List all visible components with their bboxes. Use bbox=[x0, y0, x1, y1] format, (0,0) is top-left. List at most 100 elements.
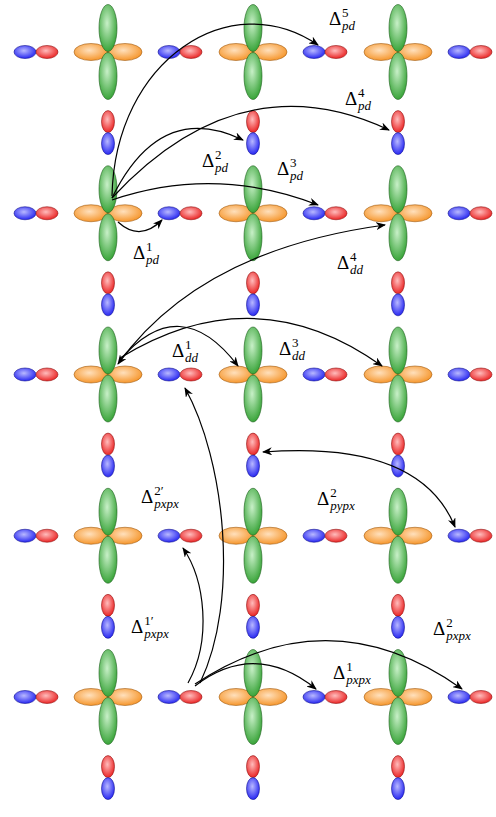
p-orbital-lobe bbox=[303, 529, 325, 542]
p-orbital-lobe bbox=[325, 691, 347, 704]
p-orbital-lobe bbox=[392, 778, 405, 800]
d-orbital-lobe bbox=[99, 488, 117, 535]
subscript-orbitals: pd bbox=[146, 253, 159, 266]
p-orbital-lobe bbox=[247, 778, 260, 800]
d-orbital-lobe bbox=[244, 488, 262, 535]
d-orbital-lobe bbox=[244, 166, 262, 213]
d-orbital-lobe bbox=[99, 327, 117, 374]
d-orbital-lobe bbox=[99, 536, 117, 583]
p-orbital-lobe bbox=[102, 455, 115, 477]
hopping-arrow bbox=[112, 184, 318, 205]
p-orbital-lobe bbox=[102, 778, 115, 800]
p-orbital-lobe bbox=[36, 207, 58, 220]
d-orbital-lobe bbox=[244, 698, 262, 745]
subscript-orbitals: pypx bbox=[330, 499, 355, 512]
superscript-index: 5 bbox=[342, 6, 349, 19]
p-orbital-lobe bbox=[247, 111, 260, 133]
subscript-orbitals: pd bbox=[358, 99, 371, 112]
subscript-orbitals: pd bbox=[290, 169, 303, 182]
d-orbital-lobe bbox=[389, 488, 407, 535]
delta-symbol: Δ bbox=[133, 243, 145, 262]
subscript-orbitals: dd bbox=[185, 351, 198, 364]
p-orbital-lobe bbox=[247, 272, 260, 294]
d-orbital-lobe bbox=[99, 5, 117, 52]
superscript-index: 4 bbox=[358, 86, 365, 99]
delta-symbol: Δ bbox=[172, 341, 184, 360]
hopping-arrow bbox=[195, 664, 316, 689]
superscript-index: 4 bbox=[350, 250, 357, 263]
p-orbital-lobe bbox=[158, 529, 180, 542]
p-orbital-lobe bbox=[470, 691, 492, 704]
d-orbital-lobe bbox=[99, 214, 117, 261]
p-orbital-lobe bbox=[325, 207, 347, 220]
d-orbital-lobe bbox=[99, 375, 117, 422]
p-orbital-lobe bbox=[36, 691, 58, 704]
p-orbital-lobe bbox=[392, 133, 405, 155]
orbitals bbox=[14, 5, 492, 800]
p-orbital-lobe bbox=[102, 133, 115, 155]
p-orbital-lobe bbox=[448, 368, 470, 381]
d-orbital-lobe bbox=[389, 214, 407, 261]
subscript-orbitals: dd bbox=[350, 263, 363, 276]
p-orbital-lobe bbox=[180, 207, 202, 220]
hopping-arrow bbox=[185, 388, 224, 683]
p-orbital-lobe bbox=[247, 133, 260, 155]
p-orbital-lobe bbox=[247, 455, 260, 477]
superscript-index: 3 bbox=[290, 156, 297, 169]
p-orbital-lobe bbox=[102, 433, 115, 455]
arrows bbox=[112, 24, 462, 689]
delta-symbol: Δ bbox=[131, 617, 143, 636]
p-orbital-lobe bbox=[180, 691, 202, 704]
p-orbital-lobe bbox=[180, 368, 202, 381]
d-orbital-lobe bbox=[389, 5, 407, 52]
d-orbital-lobe bbox=[389, 536, 407, 583]
p-orbital-lobe bbox=[102, 111, 115, 133]
p-orbital-lobe bbox=[448, 207, 470, 220]
subscript-orbitals: pxpx bbox=[154, 497, 179, 510]
p-orbital-lobe bbox=[158, 207, 180, 220]
d-orbital-lobe bbox=[389, 53, 407, 100]
p-orbital-lobe bbox=[102, 616, 115, 638]
d-orbital-lobe bbox=[389, 166, 407, 213]
p-orbital-lobe bbox=[392, 111, 405, 133]
p-orbital-lobe bbox=[102, 594, 115, 616]
p-orbital-lobe bbox=[470, 368, 492, 381]
p-orbital-lobe bbox=[102, 294, 115, 316]
p-orbital-lobe bbox=[14, 529, 36, 542]
p-orbital-lobe bbox=[247, 294, 260, 316]
p-orbital-lobe bbox=[247, 616, 260, 638]
superscript-index: 1 bbox=[185, 338, 192, 351]
p-orbital-lobe bbox=[392, 272, 405, 294]
subscript-orbitals: pxpx bbox=[446, 629, 471, 642]
hopping-arrow bbox=[263, 451, 455, 527]
d-orbital-lobe bbox=[99, 698, 117, 745]
hopping-arrow bbox=[183, 548, 203, 683]
p-orbital-lobe bbox=[14, 207, 36, 220]
d-orbital-lobe bbox=[244, 214, 262, 261]
superscript-index: 1 bbox=[346, 660, 353, 673]
p-orbital-lobe bbox=[303, 207, 325, 220]
superscript-index: 2 bbox=[215, 148, 222, 161]
p-orbital-lobe bbox=[325, 529, 347, 542]
hopping-arrow bbox=[120, 326, 238, 366]
p-orbital-lobe bbox=[448, 691, 470, 704]
d-orbital-lobe bbox=[389, 327, 407, 374]
p-orbital-lobe bbox=[470, 529, 492, 542]
delta-symbol: Δ bbox=[433, 619, 445, 638]
p-orbital-lobe bbox=[392, 594, 405, 616]
p-orbital-lobe bbox=[470, 207, 492, 220]
delta-symbol: Δ bbox=[329, 9, 341, 28]
p-orbital-lobe bbox=[247, 756, 260, 778]
p-orbital-lobe bbox=[325, 46, 347, 59]
superscript-index: 2 bbox=[330, 486, 337, 499]
superscript-index: 2 bbox=[446, 616, 453, 629]
delta-symbol: Δ bbox=[333, 663, 345, 682]
hopping-arrow bbox=[118, 220, 162, 232]
p-orbital-lobe bbox=[392, 756, 405, 778]
subscript-orbitals: pd bbox=[342, 19, 355, 32]
d-orbital-lobe bbox=[244, 375, 262, 422]
p-orbital-lobe bbox=[102, 272, 115, 294]
